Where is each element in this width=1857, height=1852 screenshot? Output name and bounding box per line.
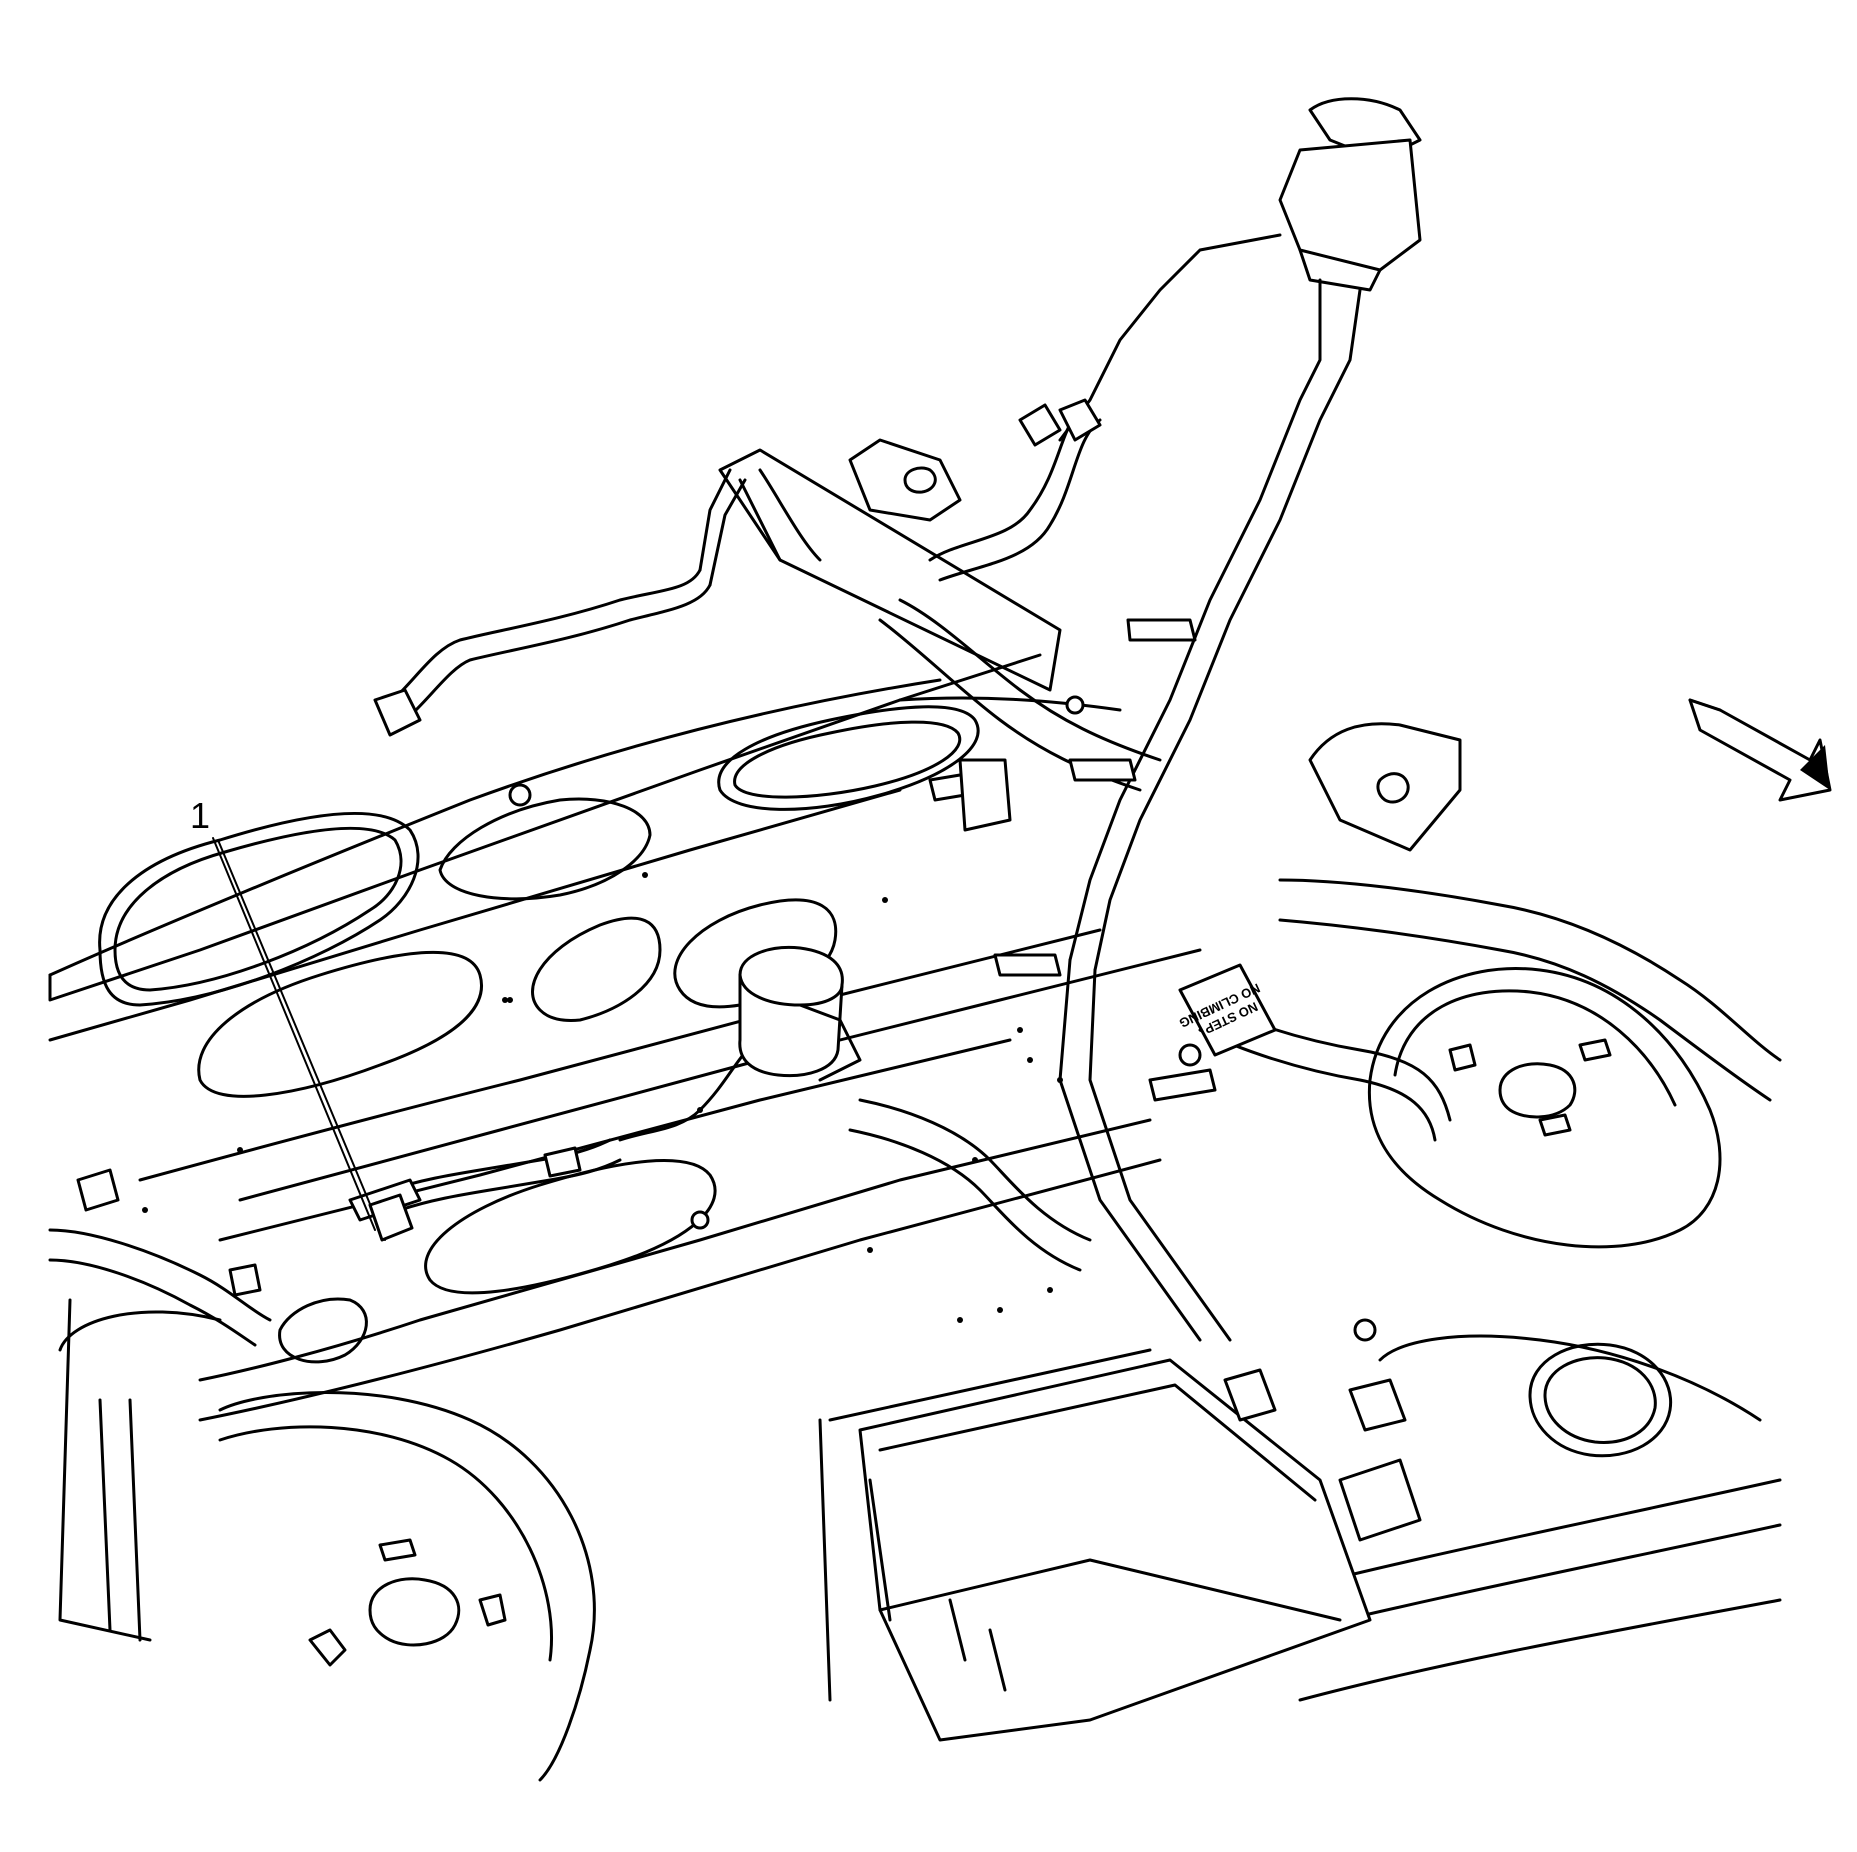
fuel-filler-pipe <box>1058 97 1422 1342</box>
fasteners <box>142 695 1377 1342</box>
front-arrow-icon <box>1688 698 1832 802</box>
floor-pan <box>48 653 1202 1642</box>
left-spring-seat <box>58 1310 596 1782</box>
purge-valve <box>738 945 862 1082</box>
connectors <box>76 398 1422 1542</box>
right-spring-seat <box>1367 967 1722 1249</box>
callout-1: 1 <box>190 795 414 1242</box>
floor-openings <box>98 705 980 1364</box>
callout-label-1: 1 <box>190 795 210 836</box>
no-step-decal: NO STEP NO CLIMBING <box>1177 963 1277 1057</box>
rear-crossmember <box>718 438 1462 852</box>
wiring-harness <box>48 233 1782 1347</box>
evap-canister <box>818 1348 1372 1742</box>
